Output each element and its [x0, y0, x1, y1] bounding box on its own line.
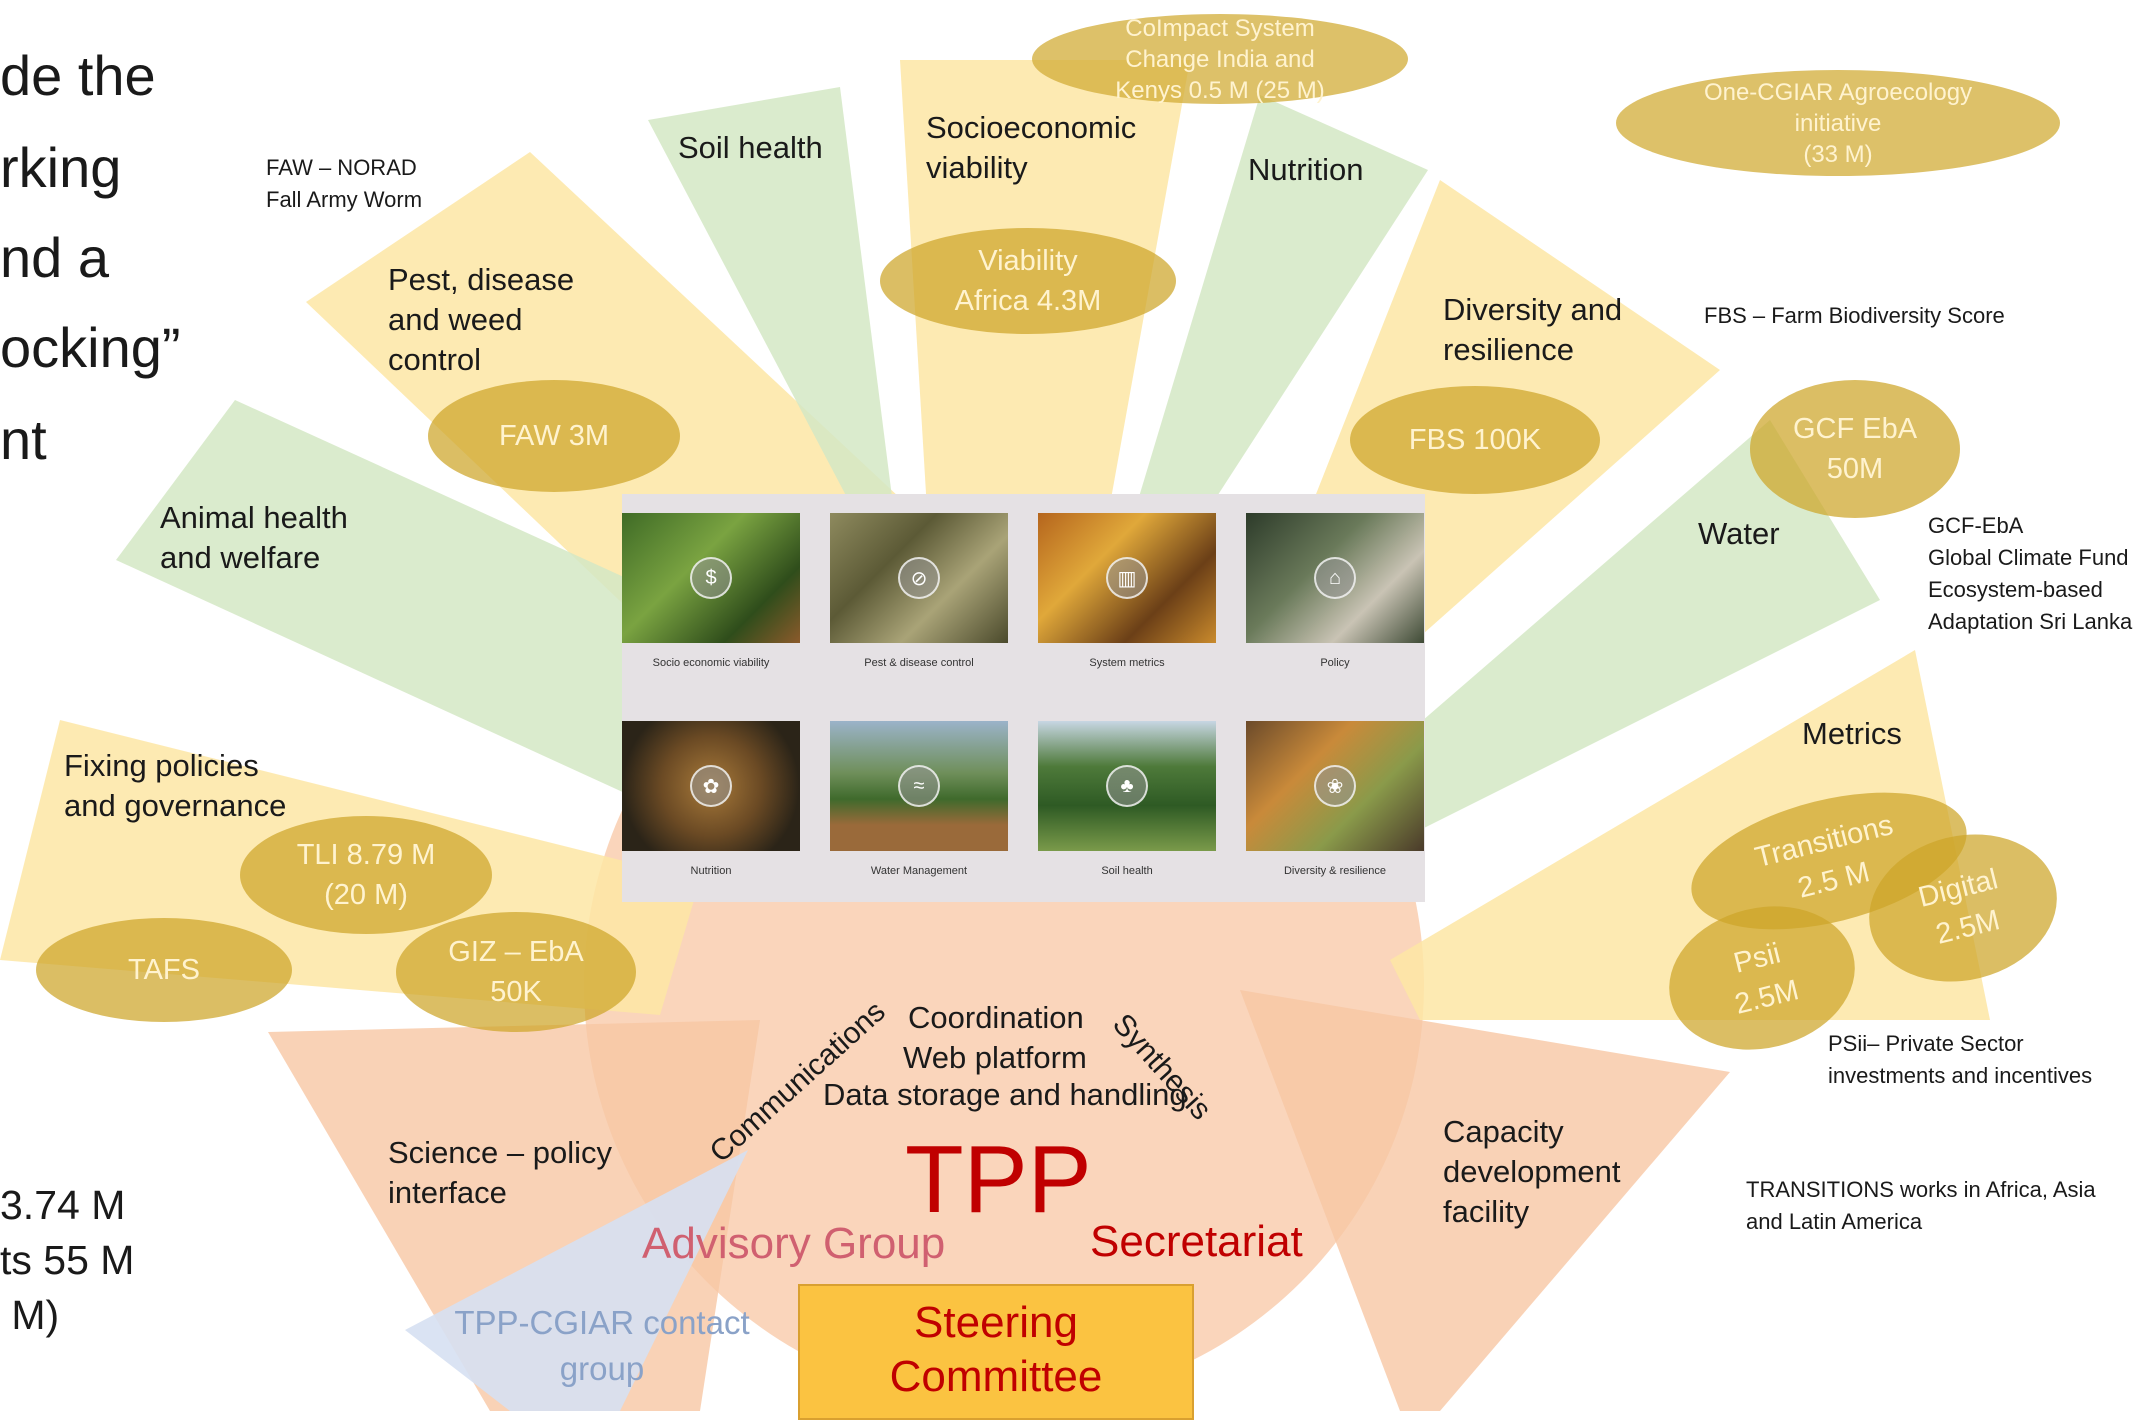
note-psii: PSii– Private Sector investments and inc…	[1828, 1031, 2093, 1088]
project-giz: GIZ – EbA 50K	[396, 912, 636, 1032]
website-tile: ≈ Water Management	[830, 721, 1008, 893]
theme-soil: Soil health	[678, 130, 823, 165]
secretariat: Secretariat	[1090, 1217, 1303, 1266]
wedge-metrics	[1390, 650, 1990, 1020]
project-one-cgiar: One-CGIAR Agroecology initiative (33 M)	[1616, 70, 2060, 176]
wedge-soil	[648, 87, 900, 560]
label-coordination: Coordination	[908, 1000, 1084, 1035]
tile-caption: Diversity & resilience	[1283, 865, 1387, 877]
left-heading-line: rking	[0, 136, 122, 199]
theme-pest: Pest, disease and weed control	[388, 262, 575, 377]
tile-caption: Soil health	[1101, 865, 1153, 877]
tile-caption: System metrics	[1089, 657, 1165, 669]
steering-committee: Steering Committee	[798, 1284, 1194, 1420]
theme-animal-health: Animal health and welfare	[160, 500, 348, 575]
website-screenshot: $ Socio economic viability ⊘ Pest & dise…	[622, 494, 1425, 902]
theme-metrics: Metrics	[1802, 716, 1902, 751]
left-heading-line: de the	[0, 44, 156, 107]
website-tile: ⌂ Policy	[1246, 513, 1424, 685]
wedge-water	[1400, 420, 1880, 830]
tpp-title: TPP	[905, 1126, 1092, 1233]
theme-socio: Socioeconomic viability	[926, 110, 1137, 185]
project-gcf: GCF EbA 50M	[1750, 380, 1960, 518]
project-coimpact: CoImpact System Change India and Kenys 0…	[1032, 14, 1408, 104]
policy-icon: ⌂	[1314, 557, 1356, 599]
wedge-animal-health	[116, 400, 640, 800]
tile-caption: Pest & disease control	[864, 657, 974, 669]
note-fbs: FBS – Farm Biodiversity Score	[1704, 303, 2005, 328]
note-faw: FAW – NORAD Fall Army Worm	[266, 155, 423, 212]
label-web-platform: Web platform	[903, 1040, 1087, 1075]
website-tile: ✿ Nutrition	[622, 721, 800, 893]
theme-water: Water	[1698, 516, 1780, 551]
diversity-icon: ❀	[1314, 765, 1356, 807]
tile-caption: Socio economic viability	[652, 657, 770, 669]
tile-caption: Nutrition	[690, 865, 732, 877]
project-tafs: TAFS	[36, 918, 292, 1022]
theme-capacity: Capacity development facility	[1443, 1114, 1621, 1229]
theme-diversity: Diversity and resilience	[1443, 292, 1623, 367]
project-faw: FAW 3M	[428, 380, 680, 492]
theme-nutrition: Nutrition	[1248, 152, 1364, 187]
left-budget-line: ts 55 M	[0, 1237, 135, 1283]
project-viability: Viability Africa 4.3M	[880, 228, 1176, 334]
project-fbs: FBS 100K	[1350, 386, 1600, 494]
left-budget-line: 3.74 M	[0, 1182, 126, 1228]
metrics-icon: ▥	[1106, 557, 1148, 599]
advisory-group: Advisory Group	[642, 1219, 946, 1268]
pest-icon: ⊘	[898, 557, 940, 599]
label-data-storage: Data storage and handling	[823, 1077, 1187, 1112]
theme-science-policy: Science – policy interface	[388, 1135, 613, 1210]
left-heading-line: nt	[0, 408, 47, 471]
seedling-icon: ♣	[1106, 765, 1148, 807]
money-icon: $	[690, 557, 732, 599]
nutrition-icon: ✿	[690, 765, 732, 807]
project-tli: TLI 8.79 M (20 M)	[240, 816, 492, 934]
left-heading-line: ocking”	[0, 316, 181, 379]
website-tile: ❀ Diversity & resilience	[1246, 721, 1424, 893]
theme-policies: Fixing policies and governance	[64, 748, 287, 823]
water-icon: ≈	[898, 765, 940, 807]
tile-caption: Policy	[1320, 657, 1350, 669]
tile-caption: Water Management	[870, 865, 968, 877]
website-tile: ♣ Soil health	[1038, 721, 1216, 893]
note-gcf: GCF-EbA Global Climate Fund Ecosystem-ba…	[1928, 513, 2133, 634]
left-heading-line: nd a	[0, 226, 109, 289]
wedge-contact-group	[405, 1150, 748, 1411]
note-transitions: TRANSITIONS works in Africa, Asia and La…	[1746, 1177, 2096, 1234]
website-tile: ⊘ Pest & disease control	[830, 513, 1008, 685]
wedge-capacity	[1240, 990, 1730, 1411]
website-tile: ▥ System metrics	[1038, 513, 1216, 685]
wedge-nutrition	[1120, 95, 1428, 600]
left-budget-line: M)	[0, 1292, 60, 1338]
contact-group: TPP-CGIAR contact group	[454, 1304, 750, 1387]
website-tile: $ Socio economic viability	[622, 513, 800, 685]
